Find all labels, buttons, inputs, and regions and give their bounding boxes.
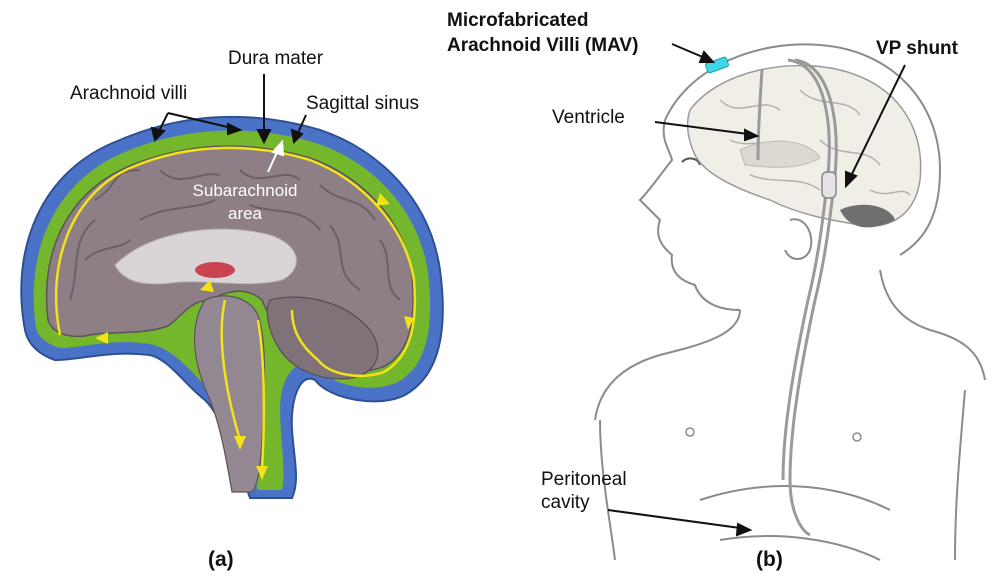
label-ventricle: Ventricle — [552, 108, 625, 129]
label-subarachnoid-line1: Subarachnoid — [170, 182, 320, 201]
shunt-valve — [822, 172, 836, 198]
nipple-left — [686, 428, 694, 436]
label-arachnoid-villi: Arachnoid villi — [70, 84, 187, 105]
label-subarachnoid-line2: area — [170, 205, 320, 224]
label-sagittal-sinus: Sagittal sinus — [306, 94, 419, 115]
label-mav-line1: Microfabricated — [447, 11, 588, 32]
label-mav-line2: Arachnoid Villi (MAV) — [447, 36, 638, 57]
label-peritoneal-line2: cavity — [541, 493, 590, 514]
label-vp-shunt: VP shunt — [876, 39, 958, 60]
label-peritoneal-line1: Peritoneal — [541, 470, 627, 491]
nipple-right — [853, 433, 861, 441]
ear — [785, 219, 811, 259]
label-dura-mater: Dura mater — [228, 49, 323, 70]
caption-a: (a) — [208, 548, 234, 572]
caption-b: (b) — [756, 548, 783, 572]
third-ventricle-red — [195, 262, 235, 278]
